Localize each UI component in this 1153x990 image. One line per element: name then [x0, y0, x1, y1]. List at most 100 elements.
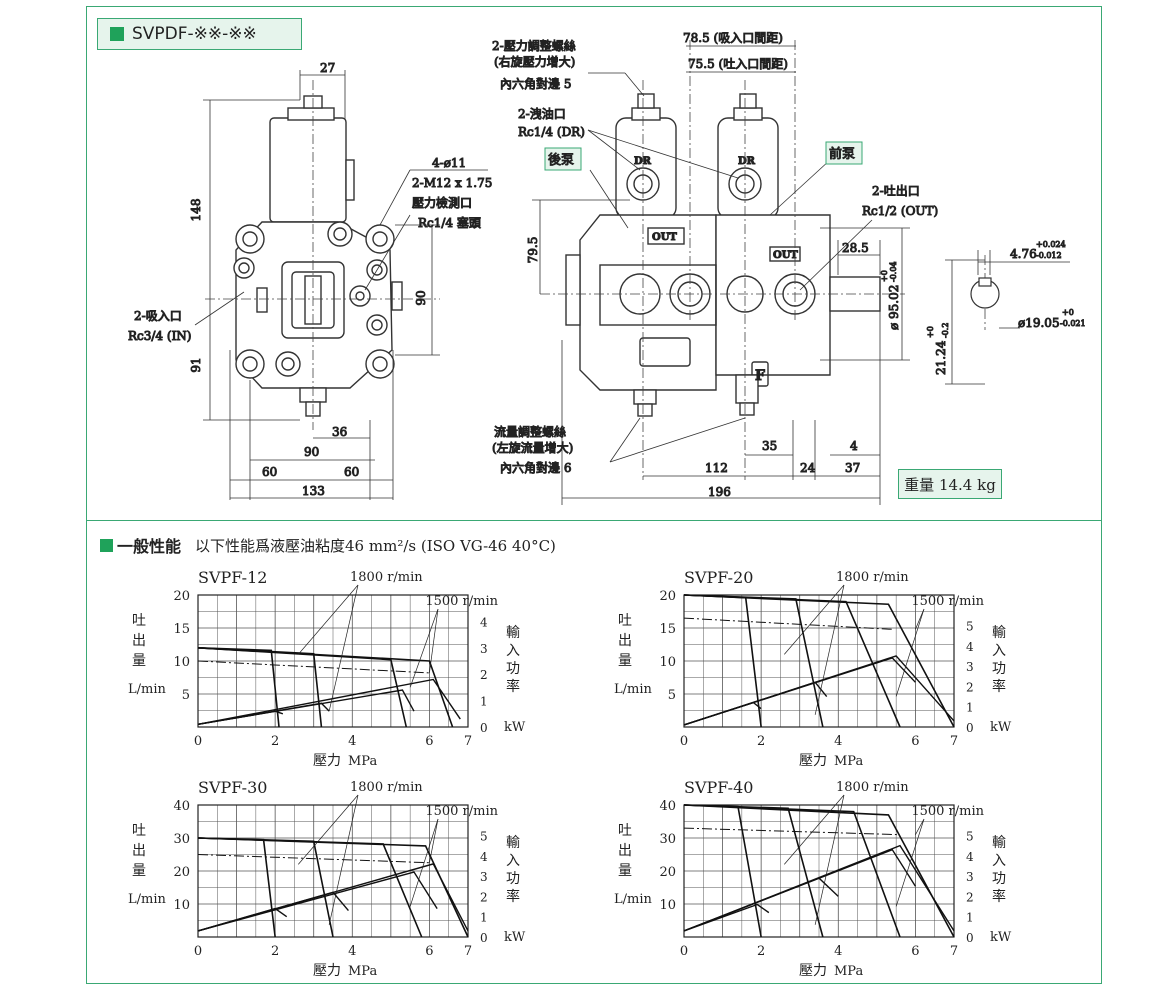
power-tick-label: 3 [966, 870, 974, 884]
chart-title: SVPF-40 [684, 778, 753, 797]
mount-thread-label: 2-M12 x 1.75 [412, 176, 492, 190]
outlet-spec-label: Rc1/2 (OUT) [862, 204, 938, 218]
dim-35: 35 [762, 439, 777, 453]
flow-unit: L/min [614, 892, 652, 907]
performance-heading: 一般性能 以下性能爲液壓油粘度46 mm²/s (ISO VG-46 40°C) [100, 533, 556, 557]
x-tick-label: 6 [425, 734, 433, 749]
flow-curve [683, 594, 955, 728]
power-unit: kW [504, 930, 526, 945]
power-axis-char: 率 [506, 888, 520, 905]
x-tick-label: 0 [680, 944, 688, 959]
power-tick-label: 2 [966, 680, 974, 694]
power-curve [197, 871, 438, 932]
shaft-dia-tol-up: +0 [880, 270, 889, 282]
plot-frame [683, 594, 955, 728]
x-tick-label: 4 [834, 944, 842, 959]
flow-axis-char: 吐 [618, 613, 632, 629]
shaft-small-label: ø19.05 [1018, 316, 1060, 330]
front-view [233, 95, 403, 417]
flow-curve [197, 647, 408, 728]
pressure-screw-note: (右旋壓力增大) [494, 54, 575, 69]
dim-27: 27 [320, 61, 335, 75]
power-tick-label: 1 [480, 695, 488, 709]
power-axis-char: 輸 [506, 625, 520, 641]
power-curve [197, 678, 461, 726]
dim-90-vertical: 90 [414, 290, 428, 305]
speed-label-1800: 1800 r/min [350, 780, 423, 795]
out-mark-rear: OUT [652, 232, 677, 243]
power-tick-label: 3 [480, 870, 488, 884]
x-tick-label: 4 [348, 734, 356, 749]
power-tick-label: 1 [966, 701, 974, 715]
model-title-box: SVPDF-※※-※※ [97, 18, 302, 50]
shaft-dia-tol-lo: -0.04 [889, 261, 898, 282]
key-tol-up: +0.024 [1036, 240, 1066, 249]
leader-line [895, 818, 925, 907]
speed-label-1500: 1500 r/min [911, 594, 984, 609]
speed-label-1500: 1500 r/min [911, 804, 984, 819]
dim-36: 36 [332, 425, 347, 439]
speed-label-1800: 1800 r/min [836, 570, 909, 585]
performance-condition: 以下性能爲液壓油粘度46 mm²/s (ISO VG-46 40°C) [195, 536, 556, 555]
power-axis-char: 入 [506, 643, 520, 659]
green-square-icon [110, 27, 124, 41]
speed-label-1500: 1500 r/min [425, 804, 498, 819]
dim-133: 133 [302, 484, 325, 498]
key-height-label: 21.24 [934, 340, 948, 375]
flow-axis-char: 出 [618, 633, 632, 649]
green-square-icon [100, 538, 113, 552]
rear-pump-label: 後泵 [548, 153, 574, 168]
shaft-small-tol-up: +0 [1062, 308, 1074, 317]
pressure-screw-label: 2-壓力調整螺絲 [492, 38, 576, 53]
leader-line [328, 584, 359, 712]
mount-holes-label: 4-ø11 [432, 156, 466, 170]
out-mark-front: OUT [773, 250, 798, 261]
y-tick-label: 20 [659, 589, 676, 604]
chart-title: SVPF-30 [198, 778, 267, 797]
dim-90: 90 [304, 445, 319, 459]
flow-unit: L/min [128, 892, 166, 907]
power-tick-label: 4 [480, 615, 488, 629]
x-axis-unit: MPa [348, 964, 377, 979]
flow-axis-char: 量 [618, 863, 632, 879]
power-axis-char: 輸 [992, 625, 1006, 641]
dim-60-left: 60 [262, 465, 277, 479]
power-curve [197, 863, 469, 932]
section-divider [86, 520, 1102, 521]
speed-label-1500: 1500 r/min [425, 594, 498, 609]
dim-91: 91 [189, 357, 203, 372]
dim-79-5: 79.5 [526, 237, 540, 264]
x-tick-label: 7 [950, 734, 958, 749]
y-tick-label: 10 [173, 655, 190, 670]
flow-screw-label: 流量調整螺絲 [494, 424, 566, 439]
x-tick-label: 2 [757, 944, 765, 959]
power-axis-char: 入 [992, 853, 1006, 869]
power-axis-char: 功 [992, 871, 1006, 887]
leader-line [915, 818, 925, 835]
power-curve [683, 655, 955, 726]
power-tick-label: 1 [480, 911, 488, 925]
power-tick-label: 2 [480, 890, 488, 904]
leader-line [814, 584, 845, 715]
dr-mark-front: DR [738, 156, 756, 167]
x-axis-unit: MPa [834, 964, 863, 979]
x-tick-label: 0 [194, 734, 202, 749]
flow-axis-char: 出 [618, 843, 632, 859]
power-tick-label: 0 [480, 721, 488, 735]
x-axis-label: 壓力 [799, 753, 827, 769]
power-tick-label: 2 [966, 890, 974, 904]
x-tick-label: 2 [757, 734, 765, 749]
dim-148: 148 [189, 199, 203, 222]
y-tick-label: 10 [659, 655, 676, 670]
dim-112: 112 [705, 461, 728, 475]
shaft-small-tol-lo: -0.021 [1060, 319, 1086, 328]
power-tick-label: 5 [966, 829, 974, 843]
x-tick-label: 4 [348, 944, 356, 959]
key-height-tol-lo: -0.2 [941, 323, 950, 338]
x-tick-label: 4 [834, 734, 842, 749]
front-pump-label: 前泵 [829, 146, 855, 162]
x-tick-label: 0 [680, 734, 688, 749]
dim-4: 4 [850, 439, 858, 453]
